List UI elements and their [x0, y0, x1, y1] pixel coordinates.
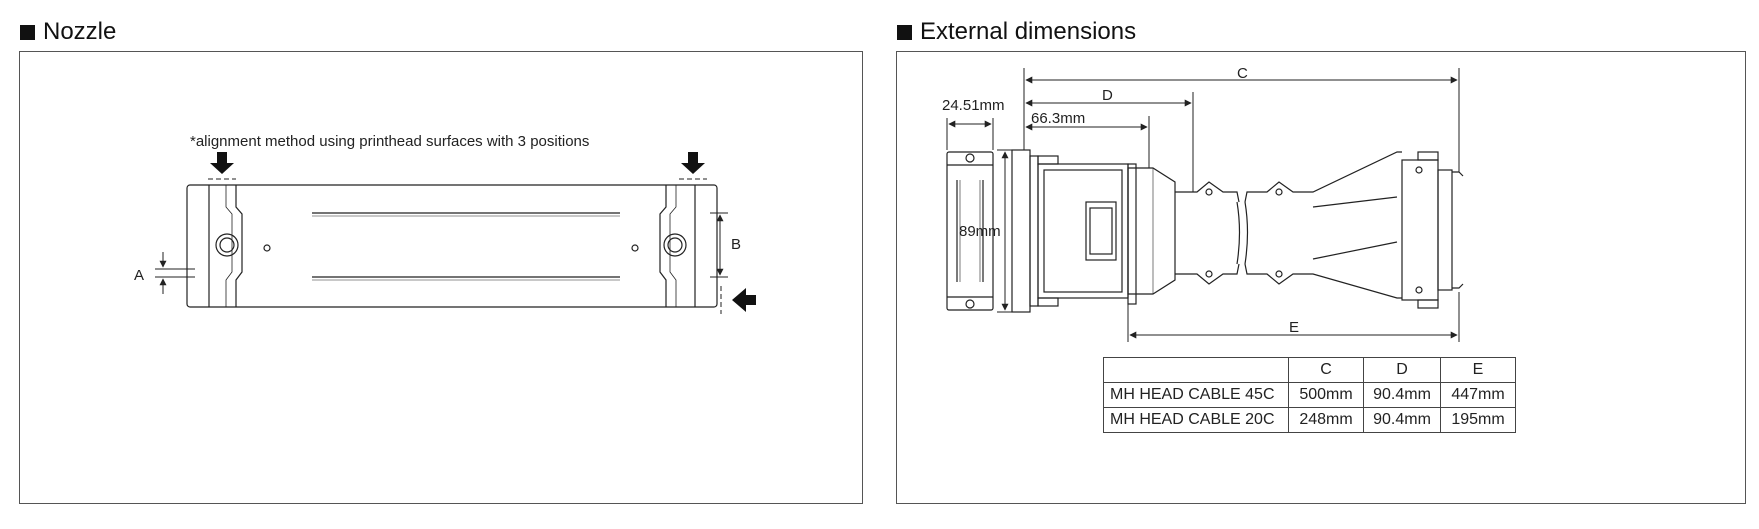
alignment-note: *alignment method using printhead surfac…: [190, 133, 589, 150]
label-a: A: [134, 267, 144, 284]
dim-width-label: 24.51mm: [942, 97, 1005, 114]
nozzle-diagram: *alignment method using printhead surfac…: [134, 133, 756, 314]
dimension-height: [997, 149, 1015, 313]
external-section-title: External dimensions: [897, 18, 1136, 46]
label-e: E: [1289, 319, 1299, 336]
nozzle-title: Nozzle: [43, 18, 117, 45]
square-bullet-icon: [897, 24, 912, 40]
table-header-row: C D E: [1103, 357, 1516, 383]
dimension-a: [155, 252, 195, 294]
table-cell: 90.4mm: [1363, 407, 1441, 433]
table-cell: 447mm: [1440, 382, 1516, 408]
nozzle-section-title: Nozzle: [20, 18, 116, 46]
alignment-arrow-left-icon: [208, 152, 236, 180]
table-cell: 500mm: [1288, 382, 1364, 408]
head-front-outline: [1011, 149, 1464, 313]
dimension-e: [1127, 292, 1460, 342]
table-cell: 90.4mm: [1363, 382, 1441, 408]
table-cell: MH HEAD CABLE 20C: [1103, 407, 1289, 433]
dimension-d: [1025, 92, 1194, 192]
cable-diagram: 89mm C D 66.3mm E: [959, 65, 1464, 342]
external-dimensions-frame: 24.51mm: [896, 51, 1746, 504]
table-header-cell: C: [1288, 357, 1364, 383]
table-header-cell: D: [1363, 357, 1441, 383]
table-row: MH HEAD CABLE 20C 248mm 90.4mm 195mm: [1103, 407, 1516, 433]
dimension-inner: [1025, 116, 1150, 168]
table-cell: 195mm: [1440, 407, 1516, 433]
table-cell: MH HEAD CABLE 45C: [1103, 382, 1289, 408]
dim-height-label: 89mm: [959, 223, 1001, 240]
nozzle-diagram-frame: *alignment method using printhead surfac…: [19, 51, 863, 504]
label-d: D: [1102, 87, 1113, 104]
label-c: C: [1237, 65, 1248, 82]
dimension-c: [1023, 68, 1460, 172]
alignment-arrow-side-icon: [720, 286, 756, 314]
external-title: External dimensions: [920, 18, 1137, 45]
table-cell: 248mm: [1288, 407, 1364, 433]
printhead-outline: [186, 184, 718, 308]
side-view-outline: [946, 151, 994, 311]
external-dimensions-diagram: 24.51mm: [942, 97, 1005, 311]
label-b: B: [731, 236, 741, 253]
dim-inner-label: 66.3mm: [1031, 110, 1085, 127]
table-header-cell: E: [1440, 357, 1516, 383]
cable-dimensions-table: C D E MH HEAD CABLE 45C 500mm 90.4mm 447…: [1103, 357, 1516, 433]
dimension-b: [710, 212, 728, 278]
table-header-cell: [1103, 357, 1289, 383]
dimension-width: [946, 118, 994, 150]
square-bullet-icon: [20, 24, 35, 40]
table-row: MH HEAD CABLE 45C 500mm 90.4mm 447mm: [1103, 382, 1516, 408]
alignment-arrow-right-icon: [679, 152, 707, 180]
